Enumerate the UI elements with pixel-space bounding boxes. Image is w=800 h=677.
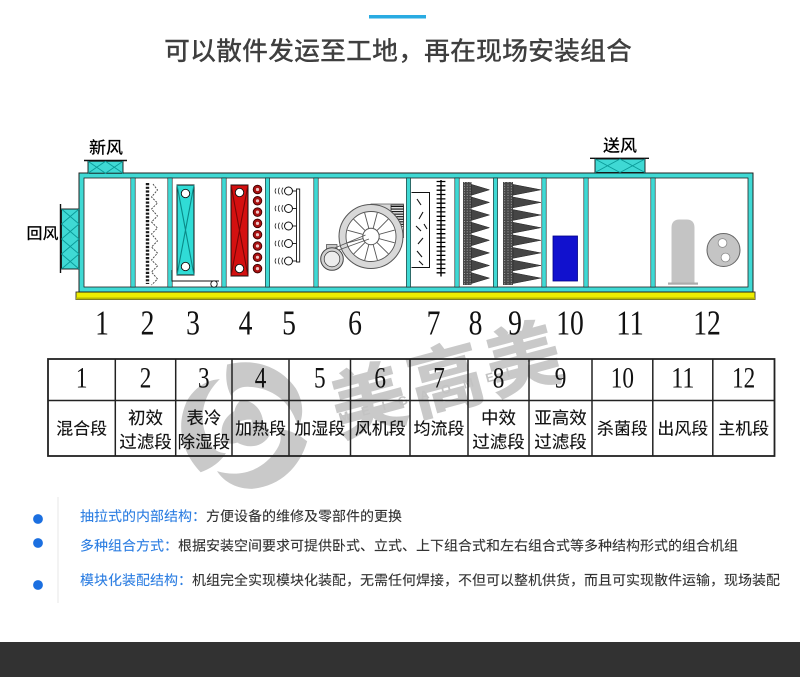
svg-text:11: 11 <box>616 304 644 343</box>
svg-text:6: 6 <box>348 304 362 343</box>
svg-text:12: 12 <box>732 362 755 395</box>
svg-text:9: 9 <box>508 304 522 343</box>
svg-text:3: 3 <box>186 304 200 343</box>
svg-text:8: 8 <box>493 362 505 395</box>
svg-text:10: 10 <box>556 304 584 343</box>
svg-text:8: 8 <box>469 304 483 343</box>
svg-text:3: 3 <box>198 362 210 395</box>
svg-text:2: 2 <box>140 362 152 395</box>
svg-text:2: 2 <box>141 304 155 343</box>
svg-text:1: 1 <box>76 362 88 395</box>
svg-text:12: 12 <box>693 304 721 343</box>
svg-text:7: 7 <box>433 362 445 395</box>
svg-text:4: 4 <box>239 304 253 343</box>
svg-text:11: 11 <box>671 362 694 395</box>
svg-text:6: 6 <box>374 362 386 395</box>
svg-text:4: 4 <box>255 362 267 395</box>
svg-text:10: 10 <box>611 362 634 395</box>
svg-text:5: 5 <box>282 304 296 343</box>
svg-text:5: 5 <box>314 362 326 395</box>
svg-text:7: 7 <box>427 304 441 343</box>
svg-text:9: 9 <box>555 362 567 395</box>
svg-text:1: 1 <box>95 304 109 343</box>
